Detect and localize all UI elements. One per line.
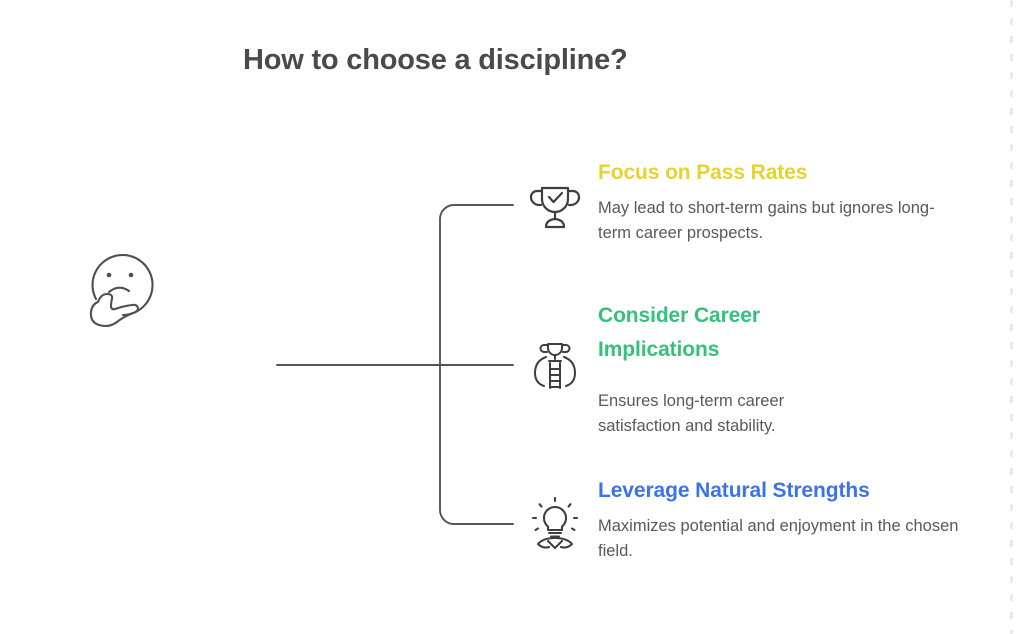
- trophy-check-glyph: [529, 186, 581, 229]
- career-ladder-trophy-glyph: [534, 343, 576, 389]
- career-ladder-trophy-icon: [528, 339, 582, 393]
- lightbulb-brain-icon: [528, 496, 582, 551]
- edge-dotted-rail: [1010, 0, 1013, 634]
- branch-2-heading: Consider Career Implications: [598, 304, 760, 362]
- connector-tree: [270, 190, 520, 540]
- page-title: How to choose a discipline?: [243, 44, 628, 76]
- thinking-face-glyph: [89, 253, 154, 328]
- connector-branch-bottom: [439, 364, 514, 525]
- branch-1-heading: Focus on Pass Rates: [598, 161, 808, 184]
- thinking-face-icon: [76, 243, 168, 331]
- branch-3-text-block: Leverage Natural Strengths Maximizes pot…: [598, 474, 978, 564]
- connector-lines: [276, 204, 514, 525]
- trophy-check-icon: [528, 179, 582, 233]
- connector-branch-top: [439, 204, 514, 366]
- branch-1-description: May lead to short-term gains but ignores…: [598, 199, 935, 242]
- branch-3-description: Maximizes potential and enjoyment in the…: [598, 517, 959, 560]
- branch-2-description: Ensures long-term career satisfaction an…: [598, 392, 785, 435]
- branch-2-text-block: Consider Career Implications Ensures lon…: [598, 299, 828, 439]
- branch-3-heading: Leverage Natural Strengths: [598, 479, 870, 502]
- branch-1-text-block: Focus on Pass Rates May lead to short-te…: [598, 156, 958, 246]
- lightbulb-brain-glyph: [531, 496, 579, 550]
